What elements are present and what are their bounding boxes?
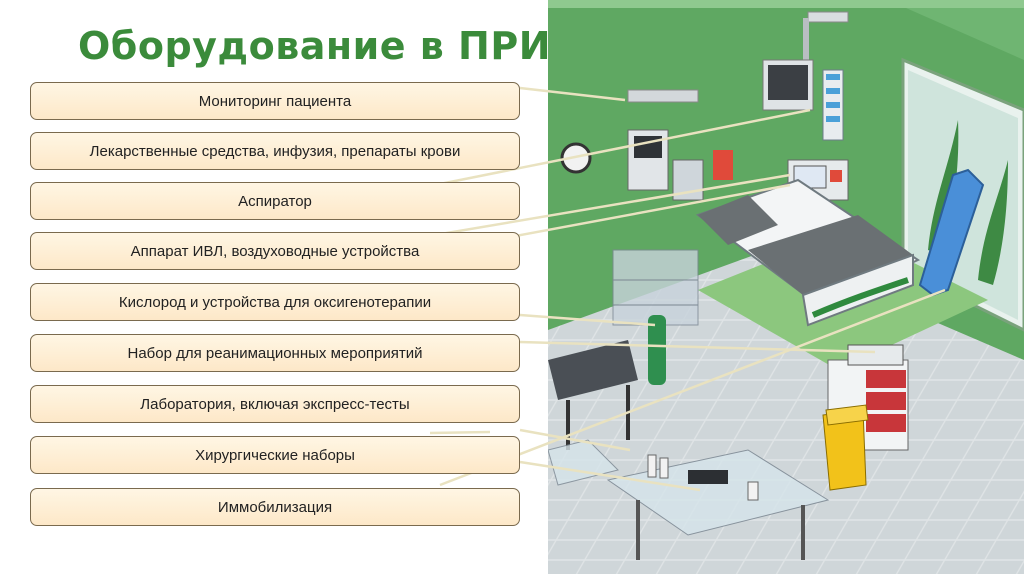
label-medications-infusion: Лекарственные средства, инфузия, препара… (30, 132, 520, 170)
slide-title: Оборудование в ПРИТ (78, 24, 577, 68)
label-patient-monitoring: Мониторинг пациента (30, 82, 520, 120)
label-ventilator: Аппарат ИВЛ, воздуховодные устройства (30, 232, 520, 270)
icu-room-illustration (548, 0, 1024, 574)
label-laboratory: Лаборатория, включая экспресс-тесты (30, 385, 520, 423)
label-aspirator: Аспиратор (30, 182, 520, 220)
label-immobilization: Иммобилизация (30, 488, 520, 526)
label-resuscitation-kit: Набор для реанимационных мероприятий (30, 334, 520, 372)
label-oxygen: Кислород и устройства для оксигенотерапи… (30, 283, 520, 321)
label-surgical-kits: Хирургические наборы (30, 436, 520, 474)
